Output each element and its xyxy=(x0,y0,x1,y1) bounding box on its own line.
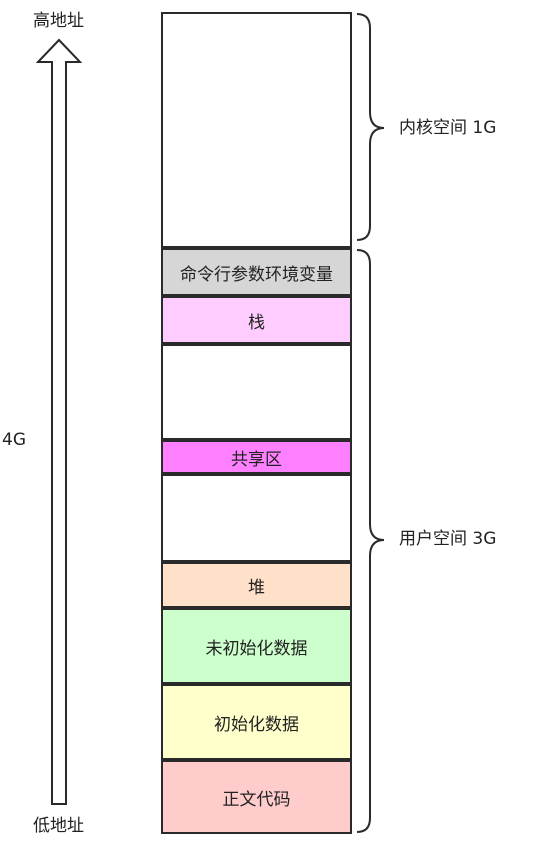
low-address-label: 低地址 xyxy=(33,816,84,836)
total-size-label: 4G xyxy=(2,430,26,450)
user-space-label: 用户空间 3G xyxy=(399,529,497,549)
bss-segment: 未初始化数据 xyxy=(161,608,352,684)
free-gap-upper xyxy=(161,344,352,440)
kernel-segment xyxy=(161,12,352,248)
cmdline-env-segment: 命令行参数环境变量 xyxy=(161,248,352,296)
kernel-space-label: 内核空间 1G xyxy=(399,118,497,138)
data-segment: 初始化数据 xyxy=(161,684,352,760)
kernel-space-brace xyxy=(356,13,385,241)
heap-segment: 堆 xyxy=(161,562,352,608)
high-address-label: 高地址 xyxy=(33,11,84,31)
text-segment: 正文代码 xyxy=(161,760,352,834)
free-gap-lower xyxy=(161,474,352,562)
shared-segment: 共享区 xyxy=(161,440,352,474)
address-up-arrow xyxy=(35,38,83,805)
user-space-brace xyxy=(356,249,385,833)
stack-segment: 栈 xyxy=(161,296,352,344)
